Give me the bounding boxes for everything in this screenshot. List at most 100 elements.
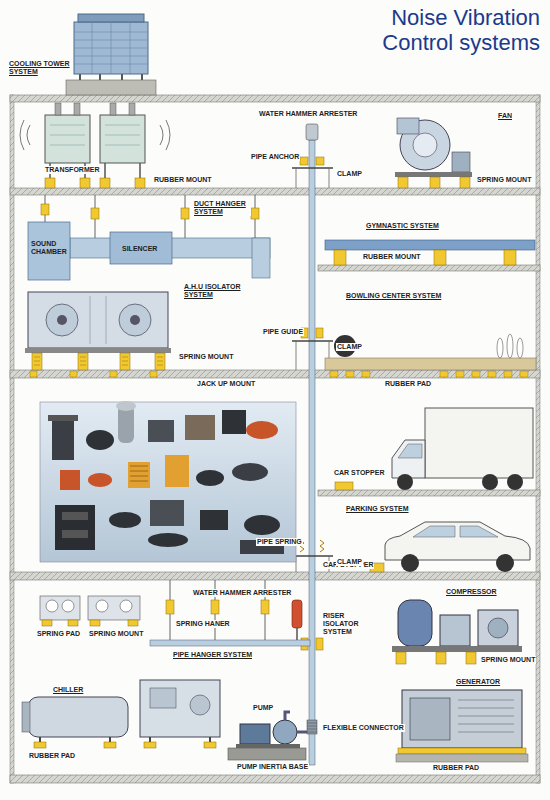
spring-pad-units-part [88,596,140,620]
building-structure-part-part [440,371,448,377]
pump-part [273,720,297,744]
car [370,522,530,572]
riser-pipe-part-part [316,638,323,650]
pipe-hanger-system-part-part [166,600,174,614]
building-structure-part-part [456,371,464,377]
chiller-part-part [144,742,156,748]
part-label: PUMP [252,704,274,712]
compressor-part [392,646,522,652]
spring-pad-units-part [96,600,108,612]
riser-pipe-part [296,168,329,572]
building-structure-part [10,95,540,102]
cooling-tower-part [66,80,156,95]
generator [396,690,528,762]
spring-pad-units-part-part [128,620,138,626]
part-label: RUBBER MOUNT [362,253,422,261]
fan [395,118,472,188]
part-label: RUBBER PAD [432,764,480,772]
car-part [401,554,419,572]
ahu-unit-part [119,304,151,336]
generator-part [458,700,514,732]
pump [228,712,307,760]
riser-pipe-part [307,720,317,734]
spring-pad-units-part-part [90,620,100,626]
generator-part [396,754,528,762]
cooling-tower-part [74,22,148,74]
truck-part [335,482,353,490]
pump-part [228,748,306,760]
fan-part [397,118,419,134]
gymnastic-floor-part-part [504,250,516,265]
part-label: RISER ISOLATOR SYSTEM [322,612,372,636]
fan-part [413,133,437,157]
part-label: WATER HAMMER ARRESTER [258,110,358,118]
part-label: RUBBER PAD [384,380,432,388]
truck-part [398,444,422,458]
compressor-part [396,652,476,664]
chiller-part [140,680,220,737]
duct-system-part [45,195,255,238]
riser-pipe-part [306,124,318,140]
pump-part [285,712,307,732]
pipe-hanger-system [150,580,310,646]
building-structure-part-part [520,371,528,377]
spring-pad-units-part [46,600,58,612]
bowling-lane-part-part [497,338,503,358]
car-part [496,554,514,572]
part-label: FLEXIBLE CONNECTOR [322,724,405,732]
ahu-unit-part [90,296,106,344]
page-title: Noise Vibration Control systems [370,6,540,55]
building-structure [10,95,540,783]
building-structure-part-part [70,371,77,377]
car-part [385,522,530,560]
ahu-unit-part [57,315,67,325]
transformer-part [129,103,135,115]
fan-part-part [398,177,408,188]
product-photo-part [185,415,215,440]
building-structure-part [536,95,540,783]
product-photo-part [62,530,88,538]
part-label: RUBBER MOUNT [153,176,213,184]
gymnastic-floor-part-part [434,250,446,265]
transformer-part [100,115,145,163]
riser-pipe-part-part [316,328,323,338]
riser-pipe [292,124,333,765]
duct-system-part-part [251,208,259,219]
section-heading: COOLING TOWER SYSTEM [8,60,72,76]
part-label: PIPE SPRING [256,538,303,546]
product-photo-part [196,470,224,486]
fan-part-part [430,177,440,188]
product-photo-part [60,470,80,490]
compressor-part-part [466,652,476,664]
part-label: SPRING MOUNT [476,176,532,184]
section-heading: DUCT HANGER SYSTEM [193,200,251,216]
chiller [22,680,220,748]
section-heading: A.H.U ISOLATOR SYSTEM [183,283,251,299]
gymnastic-floor [325,240,535,265]
compressor-part-part [396,652,406,664]
pump-part [240,724,270,744]
section-heading: PIPE HANGER SYSTEM [172,651,253,659]
product-photo-part [246,421,278,439]
transformer-part [110,103,116,115]
compressor-part-part [436,652,446,664]
chiller-part [150,688,176,708]
part-label: PIPE ANCHOR [250,153,300,161]
section-heading: FAN [497,112,513,120]
compressor [392,600,522,664]
bowling-lane-part-part [517,338,523,358]
transformer-part [45,178,145,188]
transformer-part-part [45,178,55,188]
generator-part [402,690,522,748]
product-photo-part [148,533,188,547]
section-heading: PARKING SYSTEM [345,505,410,513]
fan-part [398,177,470,188]
riser-pipe-part [307,723,317,732]
cooling-tower-part [78,14,144,22]
chiller-part [28,697,128,737]
part-label: PUMP INERTIA BASE [236,763,309,771]
building-structure-part-part [472,371,480,377]
section-heading: COMPRESSOR [445,588,498,596]
product-photo-part [128,462,150,488]
riser-pipe-part [300,540,324,552]
